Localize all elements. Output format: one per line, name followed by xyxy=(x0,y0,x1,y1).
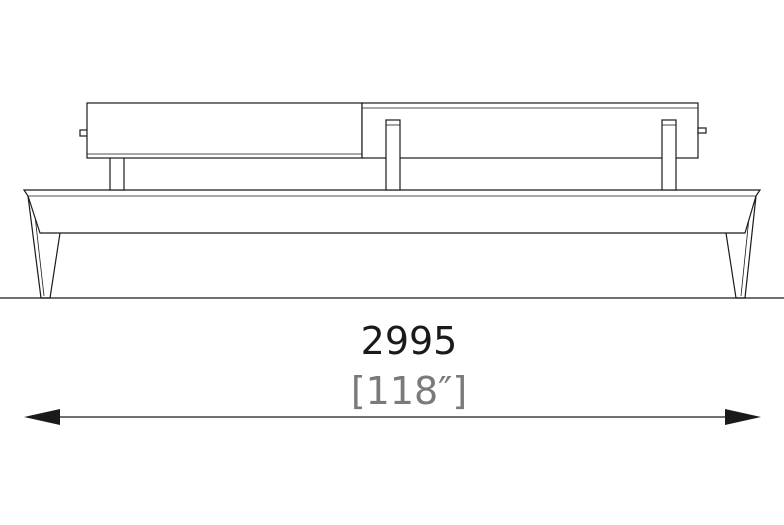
dimension-arrow-right xyxy=(725,409,761,425)
upper-box-right xyxy=(361,102,707,159)
right-support-post xyxy=(661,119,677,191)
dimension-arrow-left xyxy=(24,409,60,425)
upper-box-left xyxy=(86,102,363,159)
bench-seat xyxy=(22,189,762,234)
dimension-value-mm: 2995 xyxy=(361,319,458,363)
middle-support-post xyxy=(385,119,401,191)
dimension-line xyxy=(24,409,761,425)
dimension-value-inches: [118″] xyxy=(351,369,467,413)
